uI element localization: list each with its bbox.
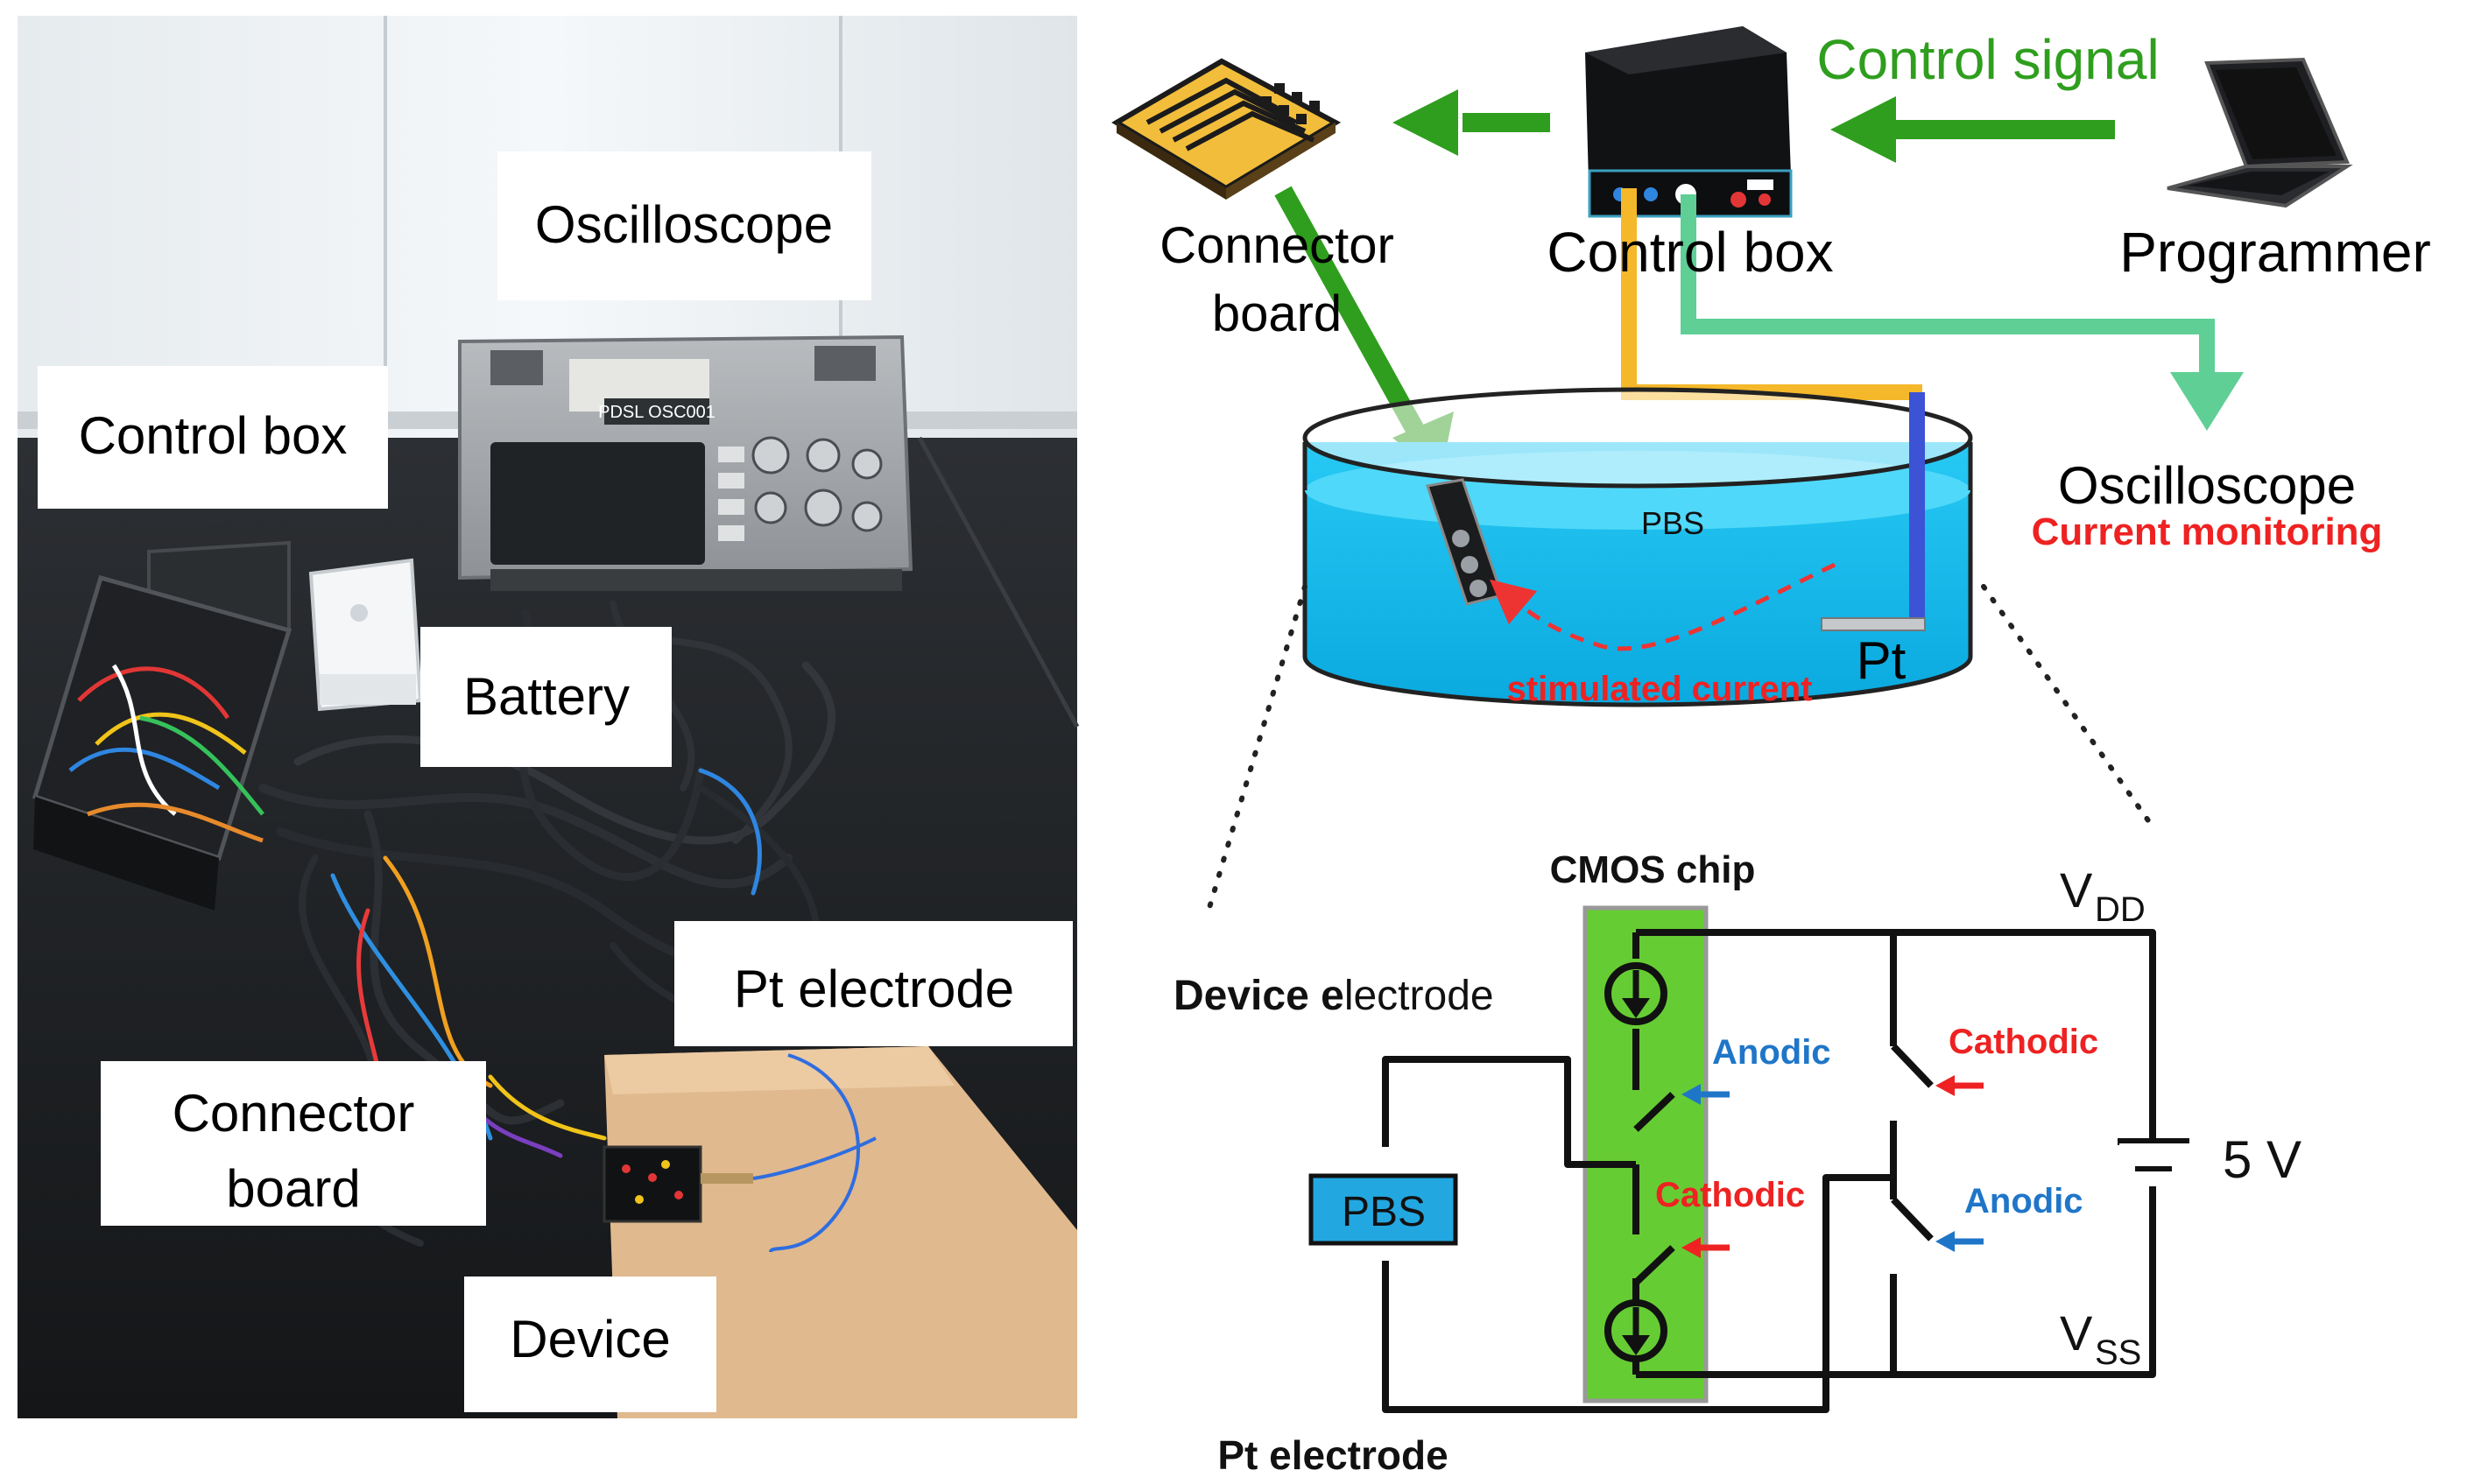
anodic-arrow-mid <box>1935 1231 1984 1252</box>
photo-label-battery: Battery <box>420 627 672 767</box>
system-oscilloscope-label: Oscilloscope <box>2058 456 2356 515</box>
cathodic-mid-label: Cathodic <box>1655 1176 1805 1214</box>
svg-text:SS: SS <box>2095 1333 2141 1372</box>
anodic-top-label: Anodic <box>1712 1033 1831 1072</box>
laptop-programmer-icon <box>2167 57 2353 208</box>
system-control-box-label: Control box <box>1547 221 1833 284</box>
svg-text:Control box: Control box <box>79 406 348 465</box>
current-source-top <box>1604 962 1667 1025</box>
svg-text:Connector: Connector <box>173 1084 415 1143</box>
vdd-rail <box>1636 929 2156 1143</box>
photo-label-oscilloscope: Oscilloscope <box>497 151 871 300</box>
device-probe <box>1426 478 1504 606</box>
beaker-pt-label: Pt <box>1857 631 1907 690</box>
cathodic-arrow-top <box>1935 1075 1984 1096</box>
svg-text:Oscilloscope: Oscilloscope <box>535 195 833 254</box>
svg-text:PBS: PBS <box>1342 1189 1426 1235</box>
vdd-label: V DD <box>2060 862 2146 929</box>
system-programmer-label: Programmer <box>2119 221 2431 284</box>
cmos-chip-label: CMOS chip <box>1550 848 1756 891</box>
system-diagram: Control signal Connector board Control b… <box>1111 26 2431 913</box>
anodic-arrow-top <box>1681 1084 1730 1105</box>
oscilloscope-asset-tag: PDSL OSC001 <box>598 403 715 422</box>
photo-label-device: Device <box>464 1277 716 1412</box>
cathodic-top-label: Cathodic <box>1949 1023 2098 1061</box>
pt-electrode-rod <box>1821 392 1926 631</box>
voltage-label: 5 V <box>2223 1130 2301 1189</box>
svg-text:DD: DD <box>2095 890 2146 929</box>
anodic-mid-label: Anodic <box>1964 1182 2083 1220</box>
stimulation-circuit: PBS CMOS chip V DD V SS Device elec <box>1174 848 2301 1478</box>
system-connector-label-line1: Connector <box>1159 217 1394 274</box>
current-monitoring-label: Current monitoring <box>2032 510 2383 553</box>
device-electrode-label: Device electrode <box>1174 973 1494 1019</box>
battery-pack <box>308 558 423 712</box>
zoom-line-right <box>1981 584 2153 826</box>
oscilloscope-instrument: PDSL OSC001 <box>458 334 913 591</box>
vss-label: V SS <box>2060 1305 2141 1372</box>
system-connector-label-line2: board <box>1212 285 1342 342</box>
zoom-line-left <box>1206 584 1308 913</box>
photo-label-connector-board: Connector board <box>101 1061 486 1226</box>
arrow-control-box-to-connector-board <box>1392 89 1550 156</box>
pbs-load-box: PBS <box>1308 1173 1458 1246</box>
cardboard-platform <box>604 1046 1077 1418</box>
svg-text:Device: Device <box>510 1310 670 1368</box>
vss-rail <box>1636 1186 2156 1378</box>
photo-label-control-box: Control box <box>38 366 388 509</box>
cathodic-arrow-mid <box>1681 1237 1730 1258</box>
control-box-icon <box>1585 26 1793 218</box>
svg-text:Battery: Battery <box>463 667 630 726</box>
control-box-open <box>32 540 293 911</box>
wire-control-box-to-pt <box>1621 188 1922 400</box>
lab-setup-photo: PDSL OSC001 <box>18 16 1080 1418</box>
device-on-board <box>603 1053 877 1253</box>
battery-symbol <box>2118 1138 2189 1171</box>
beaker-pbs-label: PBS <box>1641 505 1704 541</box>
svg-text:Pt electrode: Pt electrode <box>734 960 1014 1018</box>
svg-text:board: board <box>226 1159 360 1218</box>
pt-electrode-circuit-label: Pt electrode <box>1217 1432 1448 1478</box>
stimulated-current-arrow <box>1489 562 1836 651</box>
svg-text:V: V <box>2060 862 2093 918</box>
current-source-bottom <box>1604 1299 1667 1362</box>
connector-board-icon <box>1111 58 1342 200</box>
stimulated-current-label: stimulated current <box>1507 670 1813 708</box>
control-signal-label: Control signal <box>1816 28 2159 91</box>
arrow-control-box-to-oscilloscope <box>1681 194 2244 431</box>
photo-label-pt-electrode: Pt electrode <box>674 921 1073 1046</box>
arrow-programmer-to-control-box <box>1830 96 2115 163</box>
svg-text:V: V <box>2060 1305 2093 1361</box>
